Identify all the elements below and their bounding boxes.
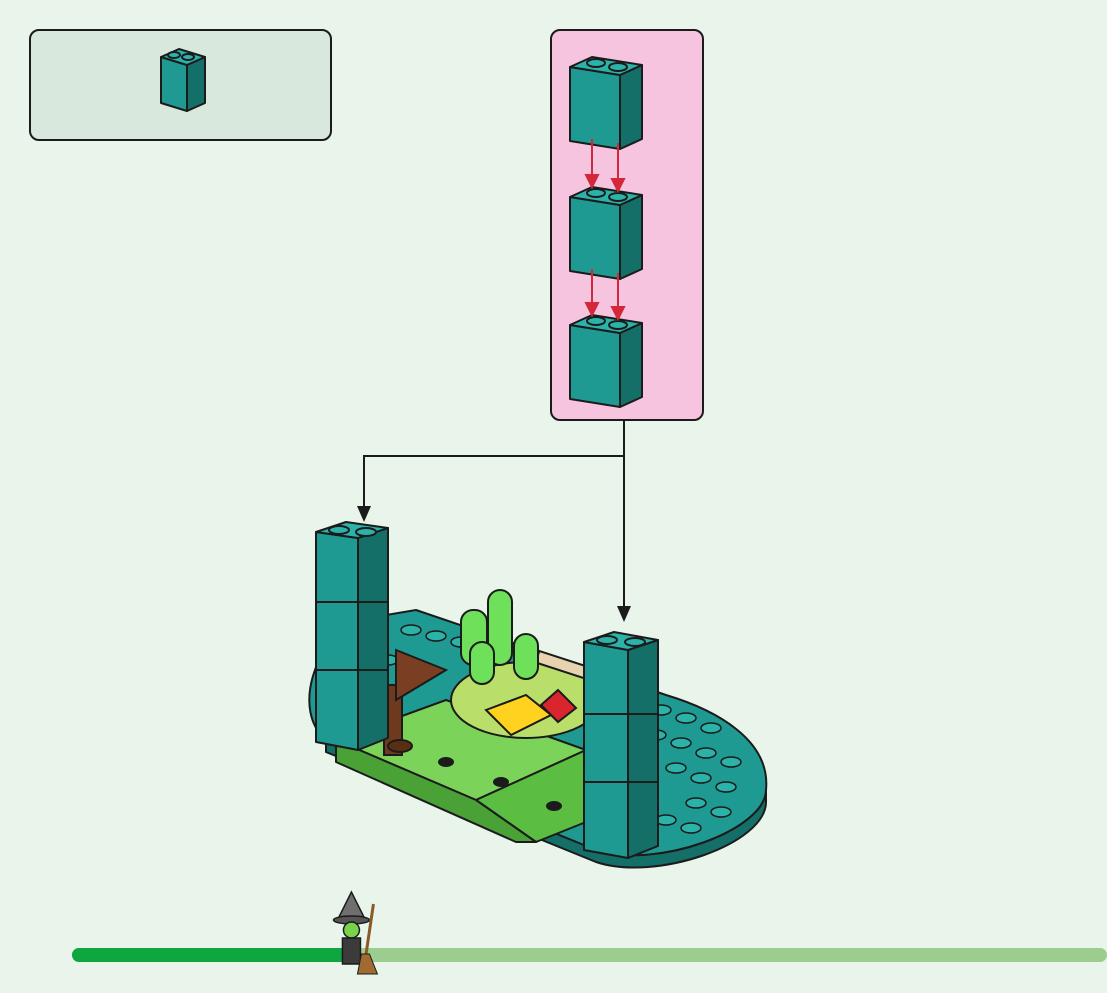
- model-illustration: [296, 510, 786, 870]
- progress-fill: [72, 948, 351, 962]
- left-pillar: [316, 522, 388, 750]
- build-progress: [0, 890, 1107, 980]
- right-pillar: [584, 632, 658, 858]
